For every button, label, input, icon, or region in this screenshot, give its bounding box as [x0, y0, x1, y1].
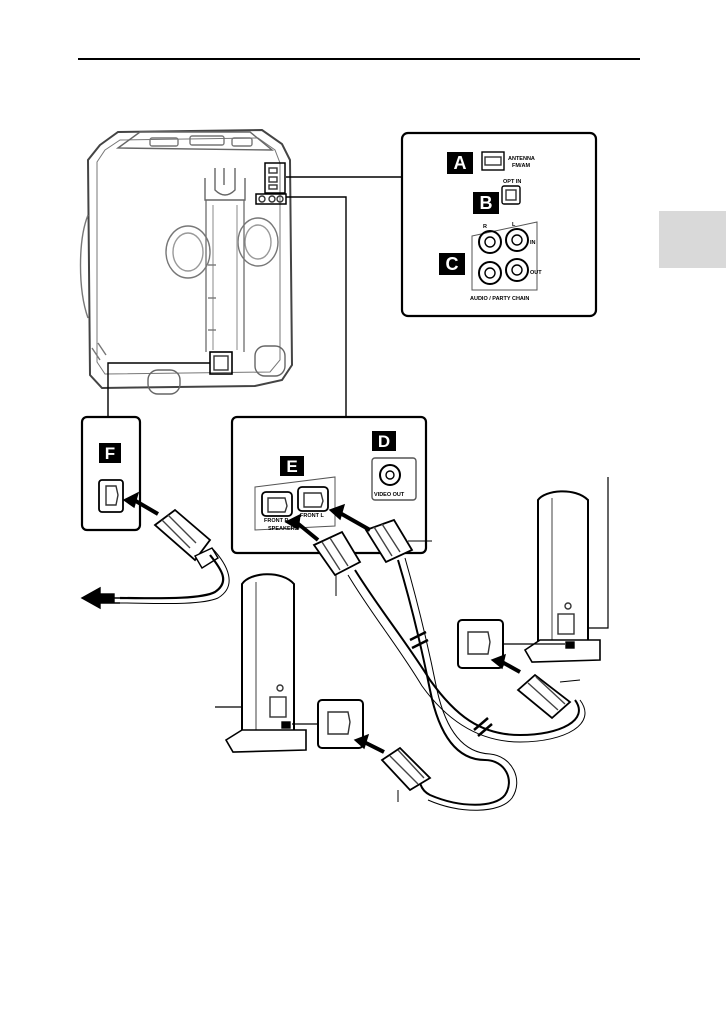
callout-f: [80, 415, 142, 532]
label-e: E: [286, 457, 297, 476]
power-cord: [98, 508, 230, 605]
letter-labels: A B C D E F: [99, 152, 499, 476]
label-c: C: [446, 254, 459, 274]
front-l-label: FRONT L: [300, 513, 324, 519]
main-unit: [79, 128, 294, 395]
label-d: D: [378, 432, 390, 451]
section-tab: [659, 211, 726, 268]
speaker-plug-left-unit: [312, 530, 362, 577]
label-a: A: [454, 153, 467, 173]
speaker-plug-right-unit: [364, 518, 414, 564]
audio-party-chain-label: AUDIO / PARTY CHAIN: [470, 296, 529, 302]
front-r-label: FRONT R: [264, 518, 288, 524]
speakers-label: SPEAKERS: [268, 526, 299, 532]
label-b: B: [480, 193, 493, 213]
jack-out-label: OUT: [530, 270, 542, 276]
antenna-label: ANTENNA: [508, 156, 535, 162]
jack-r-label: R: [483, 224, 487, 230]
jack-in-label: IN: [530, 240, 536, 246]
video-out-label: VIDEO OUT: [374, 492, 405, 498]
speaker-left: [224, 573, 307, 753]
speaker-plug-left: [380, 746, 432, 792]
fm-am-label: FM/AM: [512, 163, 530, 169]
jack-l-label: L: [512, 222, 516, 228]
label-f: F: [105, 444, 115, 463]
callout-abc: [400, 131, 598, 318]
header-rule: [78, 58, 640, 60]
opt-in-label: OPT IN: [503, 179, 521, 185]
speaker-plug-right: [516, 673, 572, 720]
speaker-right: [523, 490, 601, 663]
